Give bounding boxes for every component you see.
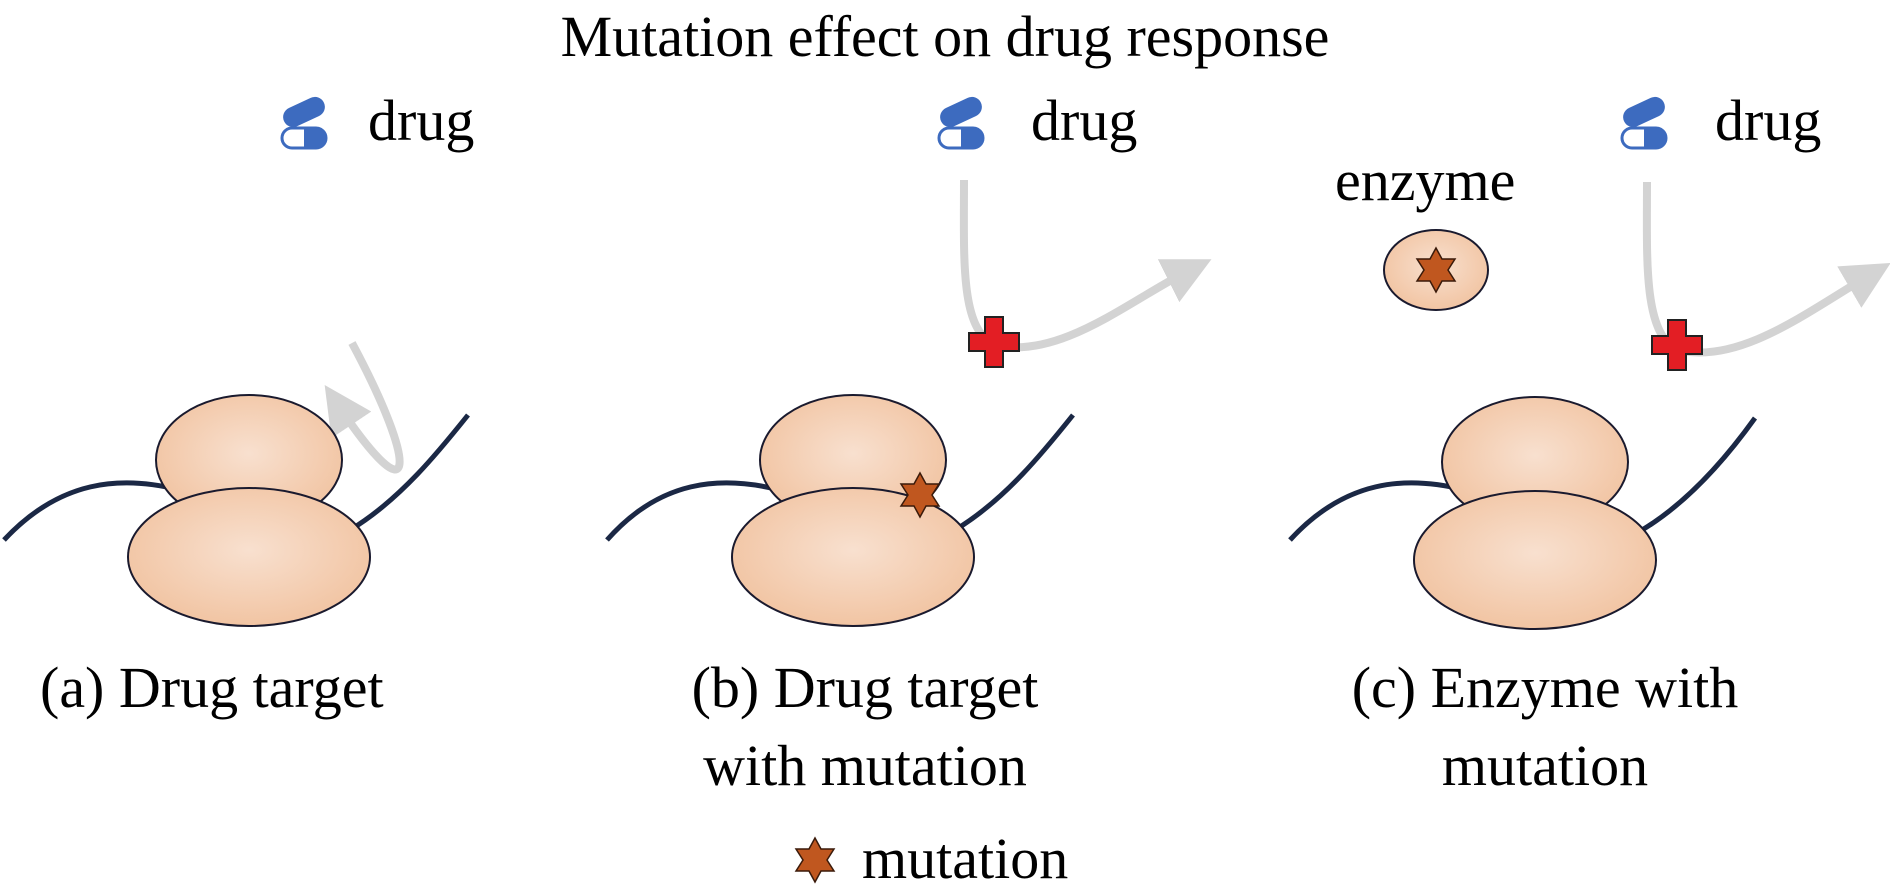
drug-label-a: drug bbox=[368, 88, 475, 153]
strand bbox=[1640, 416, 1758, 533]
caption-c-line1: (c) Enzyme with bbox=[1351, 655, 1739, 720]
caption-c-line2: mutation bbox=[1441, 733, 1649, 798]
enzyme-label: enzyme bbox=[1335, 148, 1516, 213]
legend-mutation-label: mutation bbox=[862, 826, 1069, 891]
binding-arrow bbox=[324, 341, 404, 474]
protein-bottom bbox=[1413, 490, 1657, 630]
strand bbox=[1288, 480, 1466, 542]
capsule-icon bbox=[1618, 92, 1670, 150]
strand bbox=[953, 413, 1075, 533]
caption-b-line2: with mutation bbox=[703, 733, 1027, 798]
strand bbox=[605, 480, 781, 542]
strand bbox=[348, 413, 470, 533]
drug-label-c: drug bbox=[1715, 88, 1822, 153]
caption-a: (a) Drug target bbox=[40, 655, 384, 720]
capsule-icon bbox=[278, 92, 330, 150]
protein-bottom bbox=[127, 487, 371, 627]
panel-c bbox=[1288, 92, 1890, 630]
strand bbox=[2, 480, 181, 542]
drug-label-b: drug bbox=[1031, 88, 1138, 153]
panel-a bbox=[2, 92, 470, 627]
figure-title: Mutation effect on drug response bbox=[560, 4, 1330, 69]
protein-bottom bbox=[731, 487, 975, 627]
panel-b bbox=[605, 92, 1212, 627]
caption-b-line1: (b) Drug target bbox=[691, 655, 1039, 720]
capsule-icon bbox=[935, 92, 987, 150]
legend-mutation-star-icon bbox=[795, 837, 835, 883]
